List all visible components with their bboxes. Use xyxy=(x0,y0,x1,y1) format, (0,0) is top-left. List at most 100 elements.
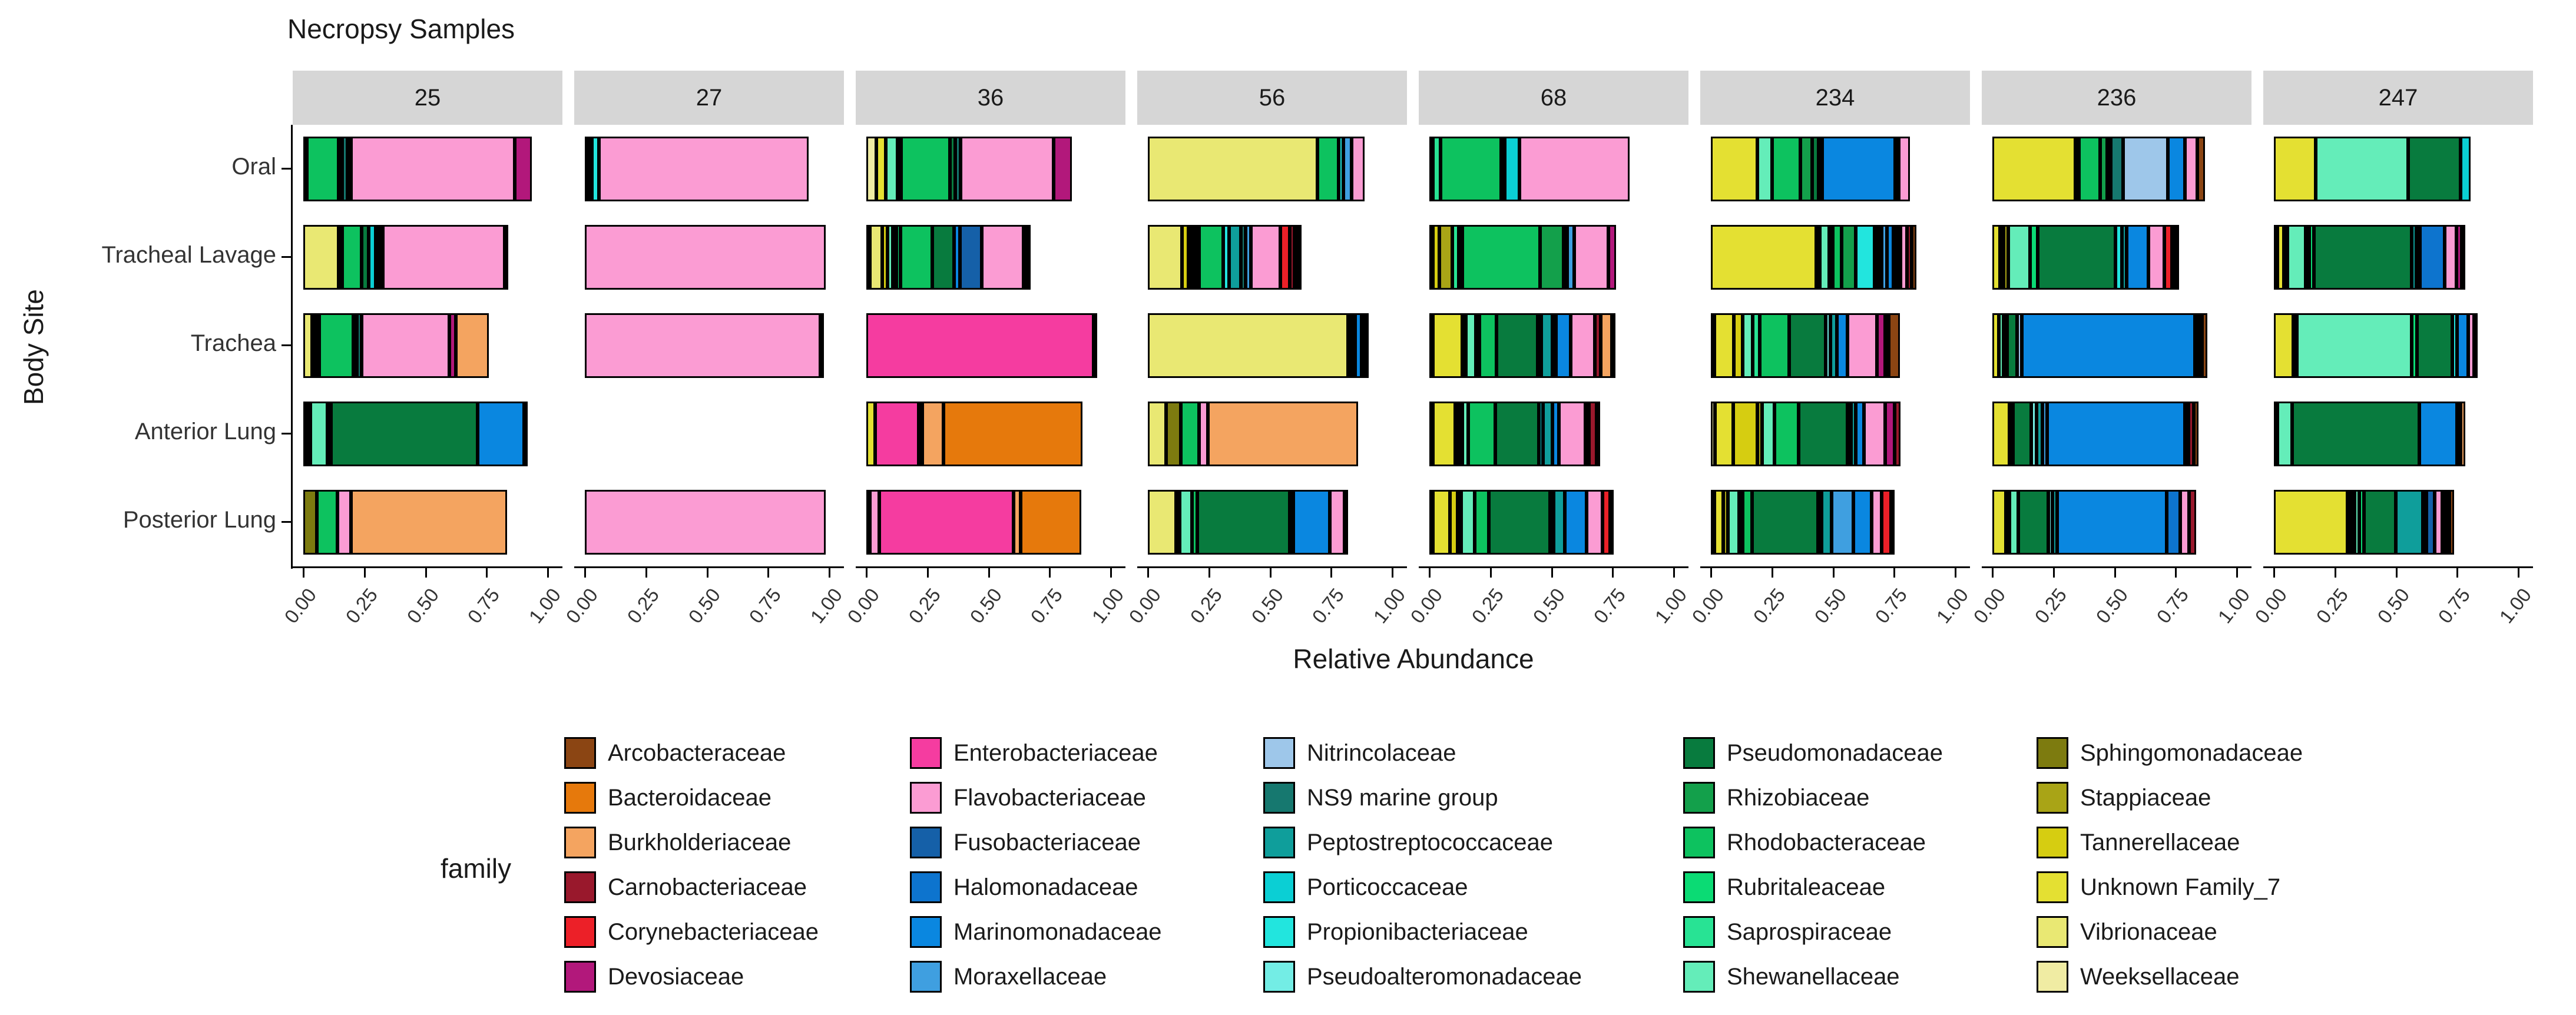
bar-segment xyxy=(1338,137,1343,201)
bar-segment xyxy=(2274,313,2294,378)
legend-swatch xyxy=(564,871,596,903)
bar-segment xyxy=(2193,402,2199,466)
facet-strip-label: 234 xyxy=(1815,85,1855,111)
y-axis-category-label: Oral xyxy=(231,154,276,180)
x-tick xyxy=(1771,568,1773,578)
facet-strip-label: 247 xyxy=(2378,85,2418,111)
bar-segment xyxy=(2293,313,2297,378)
bar-segment xyxy=(2364,490,2396,555)
y-tick xyxy=(282,344,291,346)
x-tick xyxy=(1673,568,1675,578)
bar-segment xyxy=(2474,313,2478,378)
bar-segment xyxy=(1439,225,1453,290)
bar-segment xyxy=(1452,225,1459,290)
legend-swatch xyxy=(2037,916,2068,948)
x-tick xyxy=(926,568,929,578)
bar-segment xyxy=(303,490,317,555)
bar-segment xyxy=(1505,137,1520,201)
legend-swatch xyxy=(910,916,942,948)
y-tick xyxy=(282,433,291,434)
bar-segment xyxy=(1886,225,1894,290)
bar-segment xyxy=(898,137,902,201)
stacked-bar xyxy=(585,313,825,378)
x-tick xyxy=(988,568,990,578)
bar-segment xyxy=(2277,225,2284,290)
bar-segment xyxy=(1539,402,1543,466)
bar-segment xyxy=(2411,225,2417,290)
stacked-bar xyxy=(866,402,1082,466)
bar-segment xyxy=(882,225,888,290)
bar-segment xyxy=(1992,137,2076,201)
bar-segment xyxy=(1596,402,1600,466)
bar-segment xyxy=(885,137,898,201)
bar-segment xyxy=(1148,313,1349,378)
bar-segment xyxy=(1023,225,1027,290)
bar-segment xyxy=(524,402,528,466)
bar-segment xyxy=(317,490,338,555)
x-tick xyxy=(486,568,488,578)
bar-segment xyxy=(1851,402,1856,466)
y-tick xyxy=(282,256,291,258)
bar-segment xyxy=(1876,313,1886,378)
bar-segment xyxy=(1889,313,1900,378)
stacked-bar xyxy=(1711,402,1901,466)
bar-segment xyxy=(1825,313,1831,378)
legend-item-label: Propionibacteriaceae xyxy=(1307,919,1528,945)
legend-title: family xyxy=(441,853,512,884)
bar-segment xyxy=(449,313,456,378)
bar-segment xyxy=(337,490,352,555)
bar-segment xyxy=(2057,490,2167,555)
bar-segment xyxy=(351,137,515,201)
bar-segment xyxy=(1188,225,1192,290)
bar-segment xyxy=(1714,490,1723,555)
legend-item-label: Carnobacteriaceae xyxy=(608,874,807,900)
bar-segment xyxy=(1612,313,1616,378)
bar-segment xyxy=(1885,402,1895,466)
bar-segment xyxy=(1489,490,1550,555)
bar-segment xyxy=(342,137,348,201)
legend-item-label: Tannerellaceae xyxy=(2080,830,2240,855)
bar-segment xyxy=(1458,225,1462,290)
bar-segment xyxy=(312,313,316,378)
bar-segment xyxy=(1462,402,1469,466)
bar-segment xyxy=(2003,313,2007,378)
bar-segment xyxy=(1475,313,1479,378)
bar-segment xyxy=(888,225,893,290)
bar-segment xyxy=(1552,313,1556,378)
bar-segment xyxy=(2315,137,2409,201)
legend-swatch xyxy=(910,827,942,858)
bar-segment xyxy=(893,225,897,290)
bar-segment xyxy=(2354,490,2359,555)
bar-segment xyxy=(1602,490,1610,555)
x-axis-line xyxy=(293,566,562,568)
x-tick xyxy=(866,568,868,578)
y-axis-category-label: Trachea xyxy=(190,330,276,356)
x-axis-line xyxy=(856,566,1125,568)
legend-item-label: Fusobacteriaceae xyxy=(953,830,1141,855)
bar-segment xyxy=(1818,490,1822,555)
bar-segment xyxy=(1148,402,1167,466)
stacked-bar xyxy=(1711,490,1895,555)
bar-segment xyxy=(1610,490,1614,555)
bar-segment xyxy=(2127,225,2149,290)
bar-segment xyxy=(585,490,826,555)
bar-segment xyxy=(1911,225,1917,290)
bar-segment xyxy=(1762,402,1775,466)
bar-segment xyxy=(1345,490,1349,555)
bar-segment xyxy=(2195,313,2199,378)
bar-segment xyxy=(369,225,376,290)
bar-segment xyxy=(2283,225,2287,290)
legend-swatch xyxy=(1263,916,1295,948)
bar-segment xyxy=(922,402,943,466)
bar-segment xyxy=(1519,137,1630,201)
bar-segment xyxy=(1885,313,1889,378)
bar-segment xyxy=(2274,137,2316,201)
bar-segment xyxy=(1570,313,1595,378)
bar-segment xyxy=(1538,313,1542,378)
legend-swatch xyxy=(1683,871,1715,903)
x-tick xyxy=(1269,568,1272,578)
x-tick xyxy=(1954,568,1956,578)
bar-segment xyxy=(1294,225,1298,290)
legend-item-label: Corynebacteriaceae xyxy=(608,919,819,945)
